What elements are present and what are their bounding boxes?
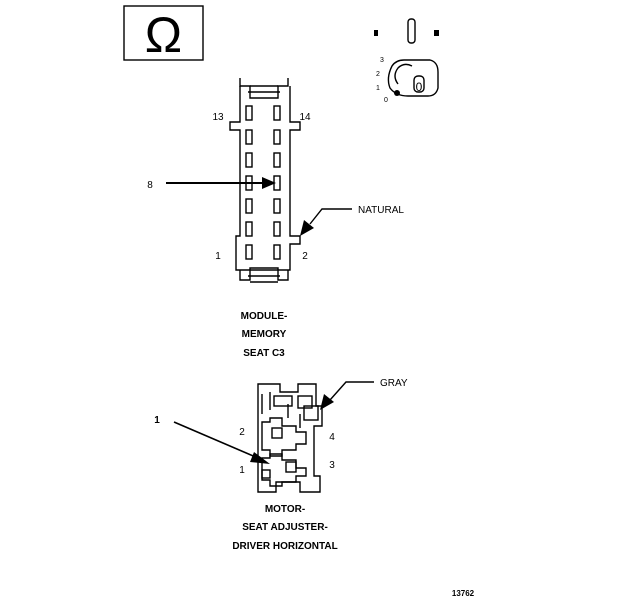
motor-pin-3: 3	[329, 460, 335, 471]
motor-pin-1-callout: 1	[154, 415, 270, 464]
c3-caption-line-3: SEAT C3	[243, 348, 285, 359]
motor-color-label: GRAY	[380, 378, 408, 389]
key-position-0: 0	[384, 97, 388, 104]
c3-color-label: NATURAL	[358, 205, 404, 216]
c3-caption-line-1: MODULE-	[241, 311, 288, 322]
ohm-symbol: Ω	[123, 5, 204, 63]
motor-caption: MOTOR- SEAT ADJUSTER- DRIVER HORIZONTAL	[232, 504, 337, 552]
motor-pin-2: 2	[239, 427, 245, 438]
key-glyph: 0	[416, 80, 423, 94]
key-position-2: 2	[376, 71, 380, 78]
motor-pin-4: 4	[329, 432, 335, 443]
connector-motor: 2 1 4 3	[239, 383, 335, 493]
motor-caption-line-3: DRIVER HORIZONTAL	[232, 541, 337, 552]
c3-cavities	[245, 105, 281, 260]
key-position-1: 1	[376, 85, 380, 92]
motor-color-callout: GRAY	[320, 378, 408, 410]
ignition-key-icon: 3 2 1 0 0	[374, 18, 439, 104]
c3-pin-1: 1	[215, 251, 221, 262]
c3-pin-2: 2	[302, 251, 308, 262]
c3-caption: MODULE- MEMORY SEAT C3	[241, 311, 288, 359]
c3-color-callout: NATURAL	[300, 205, 404, 236]
motor-caption-line-1: MOTOR-	[265, 504, 305, 515]
figure-id: 13762	[452, 589, 475, 598]
c3-pin-8-label: 8	[147, 180, 153, 191]
connector-c3: 13 14 1 2	[212, 78, 311, 283]
motor-pin-1-callout-label: 1	[154, 415, 160, 426]
c3-pin-13: 13	[212, 112, 224, 123]
c3-pin-14: 14	[299, 112, 311, 123]
key-position-3: 3	[380, 57, 384, 64]
motor-pin-1: 1	[239, 465, 245, 476]
c3-pin-8-callout: 8	[147, 177, 276, 191]
ohm-icon: Ω	[145, 7, 182, 63]
motor-caption-line-2: SEAT ADJUSTER-	[242, 522, 328, 533]
c3-caption-line-2: MEMORY	[242, 329, 287, 340]
